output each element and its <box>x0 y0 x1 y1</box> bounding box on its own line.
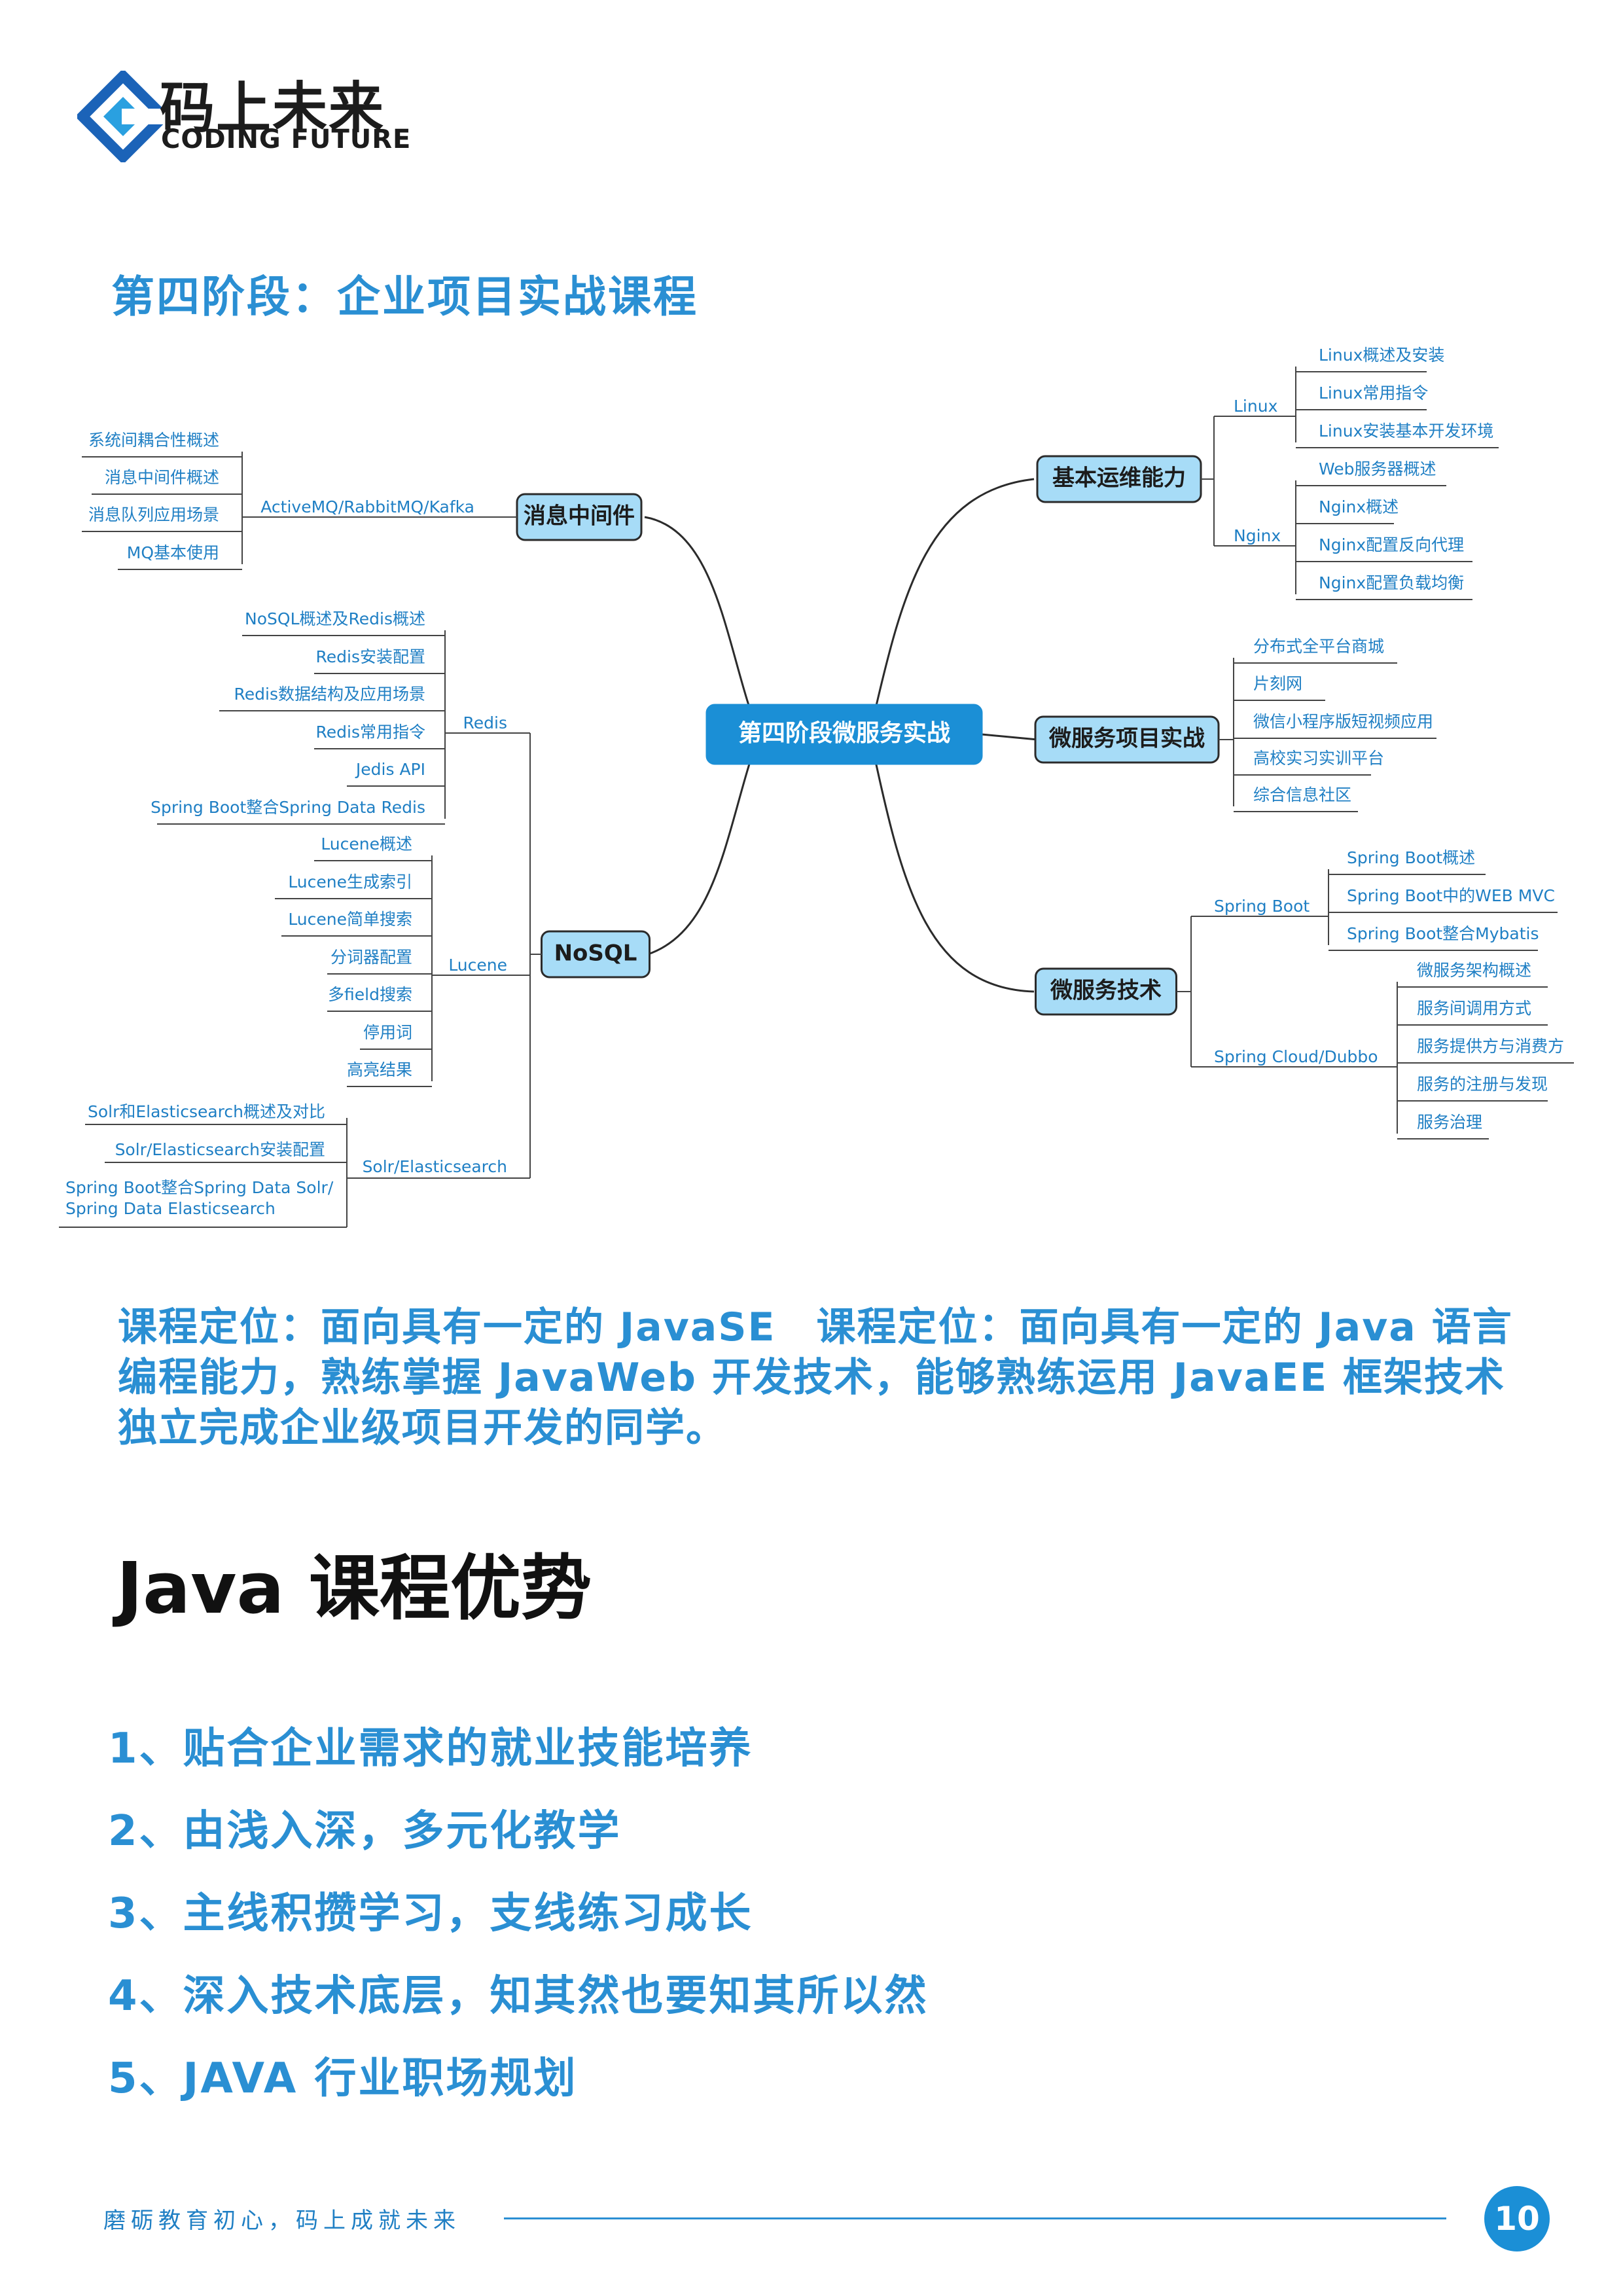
advantages-list: 1、贴合企业需求的就业技能培养 2、由浅入深，多元化教学 3、主线积攒学习，支线… <box>108 1715 929 2127</box>
lucene-group-item: Lucene概述 <box>321 834 412 853</box>
springcloud-group-item: 服务提供方与消费方 <box>1417 1037 1564 1056</box>
connector-center-ops <box>872 478 1035 717</box>
section-title: 第四阶段：企业项目实战课程 <box>111 272 698 322</box>
mq-group-item: 消息队列应用场景 <box>88 505 219 524</box>
lucene-group-item: 停用词 <box>363 1023 412 1042</box>
brand-logo-icon <box>77 71 169 162</box>
mindmap-node-microtech-label: 微服务技术 <box>1050 978 1162 1004</box>
nginx-group-item: Web服务器概述 <box>1319 459 1436 478</box>
redis-group-item: Spring Boot整合Spring Data Redis <box>151 798 425 817</box>
solr-group-item: Spring Data Elasticsearch <box>65 1199 276 1218</box>
nginx-group-item: Nginx配置负载均衡 <box>1319 573 1464 592</box>
mindmap-node-microtech-box <box>1035 967 1177 1016</box>
course-mindmap: 第四阶段微服务实战 消息中间件 ActiveMQ/RabbitMQ/Kafka 系统间… <box>59 346 1574 1228</box>
nginx-group-label: Nginx <box>1234 526 1281 545</box>
springcloud-group-item: 服务间调用方式 <box>1417 999 1531 1018</box>
projects-group-item: 分布式全平台商城 <box>1253 637 1384 656</box>
redis-group-item: Jedis API <box>355 760 425 779</box>
mq-group-label: ActiveMQ/RabbitMQ/Kafka <box>260 497 474 516</box>
springboot-group-label: Spring Boot <box>1214 897 1310 916</box>
mq-group-item: MQ基本使用 <box>127 543 219 562</box>
lucene-group-item: 分词器配置 <box>330 948 412 967</box>
mindmap-center-node-box <box>705 704 983 765</box>
mindmap-node-ops-label: 基本运维能力 <box>1052 465 1186 492</box>
advantage-item: 5、JAVA 行业职场规划 <box>108 2054 578 2103</box>
lucene-group-item: 多field搜索 <box>328 985 412 1004</box>
solr-group-label: Solr/Elasticsearch <box>363 1157 507 1176</box>
projects-group-item: 高校实习实训平台 <box>1253 749 1384 768</box>
advantage-item: 3、主线积攒学习，支线练习成长 <box>108 1890 753 1938</box>
mq-group-item: 消息中间件概述 <box>105 468 219 487</box>
mq-group-item: 系统间耦合性概述 <box>88 431 219 450</box>
mindmap-node-projects-label: 微服务项目实战 <box>1048 726 1205 752</box>
lucene-group-label: Lucene <box>448 956 507 975</box>
connector-center-mq <box>644 516 760 735</box>
projects-group-item: 微信小程序版短视频应用 <box>1253 712 1433 731</box>
brand-name-cn: 码上未来 <box>160 76 385 140</box>
springboot-group-item: Spring Boot概述 <box>1347 848 1475 867</box>
lucene-group-item: Lucene简单搜索 <box>288 910 412 929</box>
connector-center-nosql <box>647 734 760 956</box>
springboot-group-item: Spring Boot中的WEB MVC <box>1347 886 1555 905</box>
redis-group-item: NoSQL概述及Redis概述 <box>245 609 425 628</box>
solr-group-item: Solr和Elasticsearch概述及对比 <box>88 1102 325 1121</box>
linux-group-item: Linux安装基本开发环境 <box>1319 422 1493 440</box>
projects-group-item: 综合信息社区 <box>1253 785 1351 804</box>
nginx-group-item: Nginx配置反向代理 <box>1319 535 1464 554</box>
connector-center-projects <box>981 733 1038 741</box>
advantage-item: 2、由浅入深，多元化教学 <box>108 1807 622 1856</box>
springcloud-group-item: 服务的注册与发现 <box>1417 1075 1548 1094</box>
redis-group-item: Redis常用指令 <box>316 723 425 742</box>
redis-group-item: Redis数据结构及应用场景 <box>234 685 425 704</box>
advantage-item: 1、贴合企业需求的就业技能培养 <box>108 1725 753 1773</box>
mindmap-node-mq-label: 消息中间件 <box>524 503 635 529</box>
mindmap-center-node-label: 第四阶段微服务实战 <box>738 720 950 747</box>
linux-group-item: Linux概述及安装 <box>1319 346 1444 365</box>
solr-group-item: Solr/Elasticsearch安装配置 <box>115 1140 325 1159</box>
linux-group-item: Linux常用指令 <box>1319 384 1428 403</box>
springboot-group-item: Spring Boot整合Mybatis <box>1347 924 1539 943</box>
connector-center-micro <box>872 752 1035 993</box>
mindmap-node-nosql-label: NoSQL <box>554 941 637 967</box>
advantages-title: Java 课程优势 <box>116 1548 592 1630</box>
footer-divider <box>504 2217 1446 2219</box>
projects-group-item: 片刻网 <box>1253 674 1302 693</box>
redis-group-item: Redis安装配置 <box>316 647 425 666</box>
lucene-group-item: Lucene生成索引 <box>288 872 412 891</box>
nginx-group-item: Nginx概述 <box>1319 497 1399 516</box>
solr-group-item: Spring Boot整合Spring Data Solr/ <box>65 1178 334 1197</box>
springcloud-group-label: Spring Cloud/Dubbo <box>1214 1047 1378 1066</box>
page-number-badge: 10 <box>1484 2186 1550 2251</box>
springcloud-group-item: 微服务架构概述 <box>1417 961 1531 980</box>
brand-name-en: CODING FUTURE <box>161 124 412 154</box>
redis-group-label: Redis <box>463 713 507 732</box>
footer-slogan: 磨砺教育初心，码上成就未来 <box>103 2208 461 2234</box>
lucene-group-item: 高亮结果 <box>347 1060 412 1079</box>
course-positioning: 课程定位：面向具有一定的 JavaSE 课程定位：面向具有一定的 Java 语言… <box>118 1304 1513 1451</box>
advantage-item: 4、深入技术底层，知其然也要知其所以然 <box>108 1972 929 2020</box>
linux-group-label: Linux <box>1234 397 1277 416</box>
springcloud-group-item: 服务治理 <box>1417 1113 1482 1132</box>
